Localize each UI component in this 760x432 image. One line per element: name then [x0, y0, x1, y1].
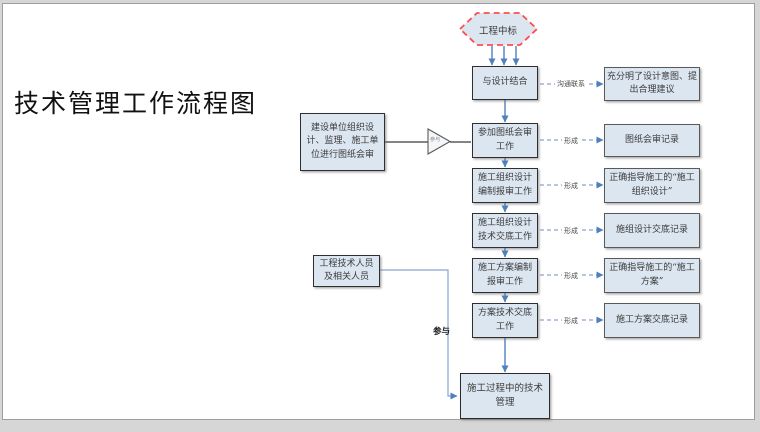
link-label-form-6: 形成: [562, 316, 580, 326]
step-box-drawing-review: 参加图纸会审工作: [472, 123, 538, 158]
link-label-form-3: 形成: [562, 181, 580, 191]
document-page: [2, 3, 755, 420]
result-box-scheme: 正确指导施工的“施工方案”: [604, 258, 700, 293]
input-box-review-organizer: 建设单位组织设计、监理、施工单位进行图纸会审: [300, 113, 385, 171]
step-box-design-combine: 与设计结合: [472, 66, 538, 100]
link-label-form-2: 形成: [562, 136, 580, 146]
result-box-disclose-record: 施组设计交底记录: [604, 213, 700, 248]
result-box-review-record: 图纸会审记录: [604, 124, 700, 157]
step-box-org-design-prepare: 施工组织设计编制报审工作: [472, 168, 538, 203]
final-box-tech-management: 施工过程中的技术管理: [460, 373, 550, 419]
result-box-org-design: 正确指导施工的“施工组织设计”: [604, 168, 700, 203]
triangle-label: 参与: [430, 136, 441, 143]
page-title: 技术管理工作流程图: [14, 89, 258, 118]
start-node-label: 工程中标: [478, 25, 517, 37]
input-box-personnel: 工程技术人员及相关人员: [313, 255, 380, 287]
result-box-scheme-record: 施工方案交底记录: [604, 303, 700, 338]
step-box-org-design-disclose: 施工组织设计技术交底工作: [472, 213, 538, 248]
link-label-form-4: 形成: [562, 226, 580, 236]
step-box-scheme-prepare: 施工方案编制报审工作: [472, 258, 538, 293]
result-box-design-intent: 充分明了设计意图、提出合理建议: [604, 67, 700, 101]
link-label-communicate: 沟通联系: [555, 79, 587, 89]
participate-label: 参与: [433, 327, 451, 337]
step-box-scheme-disclose: 方案技术交底工作: [472, 303, 538, 338]
link-label-form-5: 形成: [562, 271, 580, 281]
